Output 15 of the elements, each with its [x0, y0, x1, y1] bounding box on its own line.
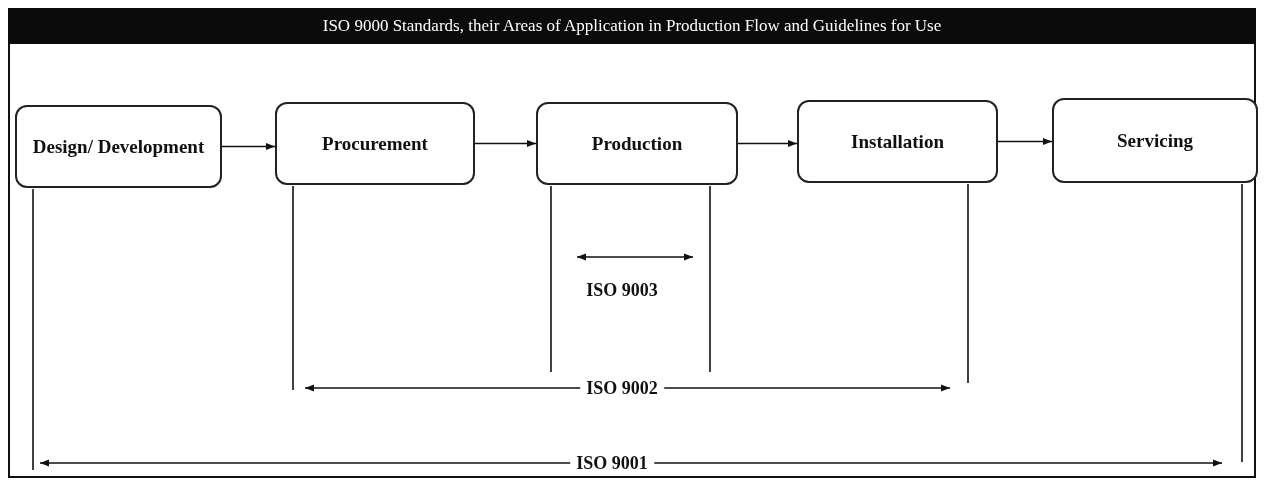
arrow — [737, 139, 798, 148]
title-bar: ISO 9000 Standards, their Areas of Application in Production Flow and Guidelines for Use — [8, 8, 1256, 44]
process-box — [275, 102, 475, 185]
process-label: Servicing — [1117, 128, 1193, 153]
arrow — [474, 139, 537, 148]
process-label: Design/ Development — [32, 134, 205, 159]
process-label: Production — [591, 131, 683, 156]
process-box — [15, 105, 222, 188]
process-box — [797, 100, 998, 183]
process-label: Installation — [851, 129, 944, 154]
process-box — [1052, 98, 1258, 183]
arrow — [997, 137, 1053, 146]
process-box — [536, 102, 738, 185]
arrow — [221, 142, 276, 151]
process-label: Procurement — [322, 131, 428, 156]
